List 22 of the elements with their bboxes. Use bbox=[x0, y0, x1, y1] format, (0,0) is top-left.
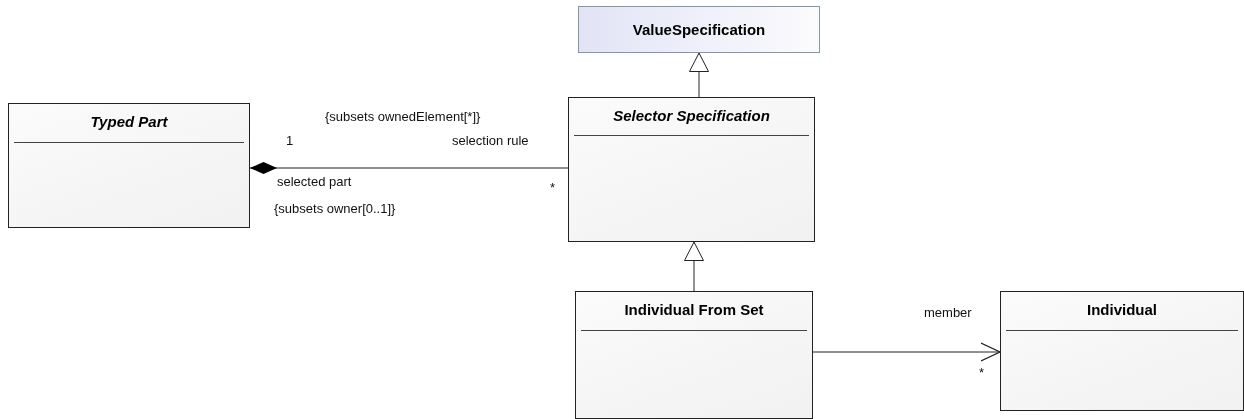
role-name: member bbox=[924, 305, 972, 320]
association-arrow bbox=[812, 342, 1001, 362]
class-name: Individual bbox=[1086, 300, 1158, 320]
class-name: Typed Part bbox=[89, 112, 169, 132]
generalization-arrow bbox=[684, 241, 704, 292]
class-name: Individual From Set bbox=[623, 300, 765, 320]
constraint-label: {subsets ownedElement[*]} bbox=[325, 109, 481, 124]
multiplicity-label: * bbox=[979, 365, 985, 380]
constraint-label: {subsets owner[0..1]} bbox=[274, 201, 396, 216]
class-box bbox=[8, 103, 250, 228]
class-box bbox=[568, 97, 815, 242]
class-name: ValueSpecification bbox=[631, 20, 767, 40]
composition-line bbox=[249, 162, 569, 174]
class-box bbox=[1000, 291, 1244, 411]
role-name: selection rule bbox=[452, 133, 529, 148]
class-name: Selector Specification bbox=[612, 106, 771, 126]
generalization-arrow bbox=[689, 52, 709, 98]
class-box bbox=[578, 6, 820, 53]
class-box bbox=[575, 291, 813, 419]
multiplicity-label: 1 bbox=[286, 133, 294, 148]
role-name: selected part bbox=[277, 174, 352, 189]
multiplicity-label: * bbox=[550, 180, 556, 195]
